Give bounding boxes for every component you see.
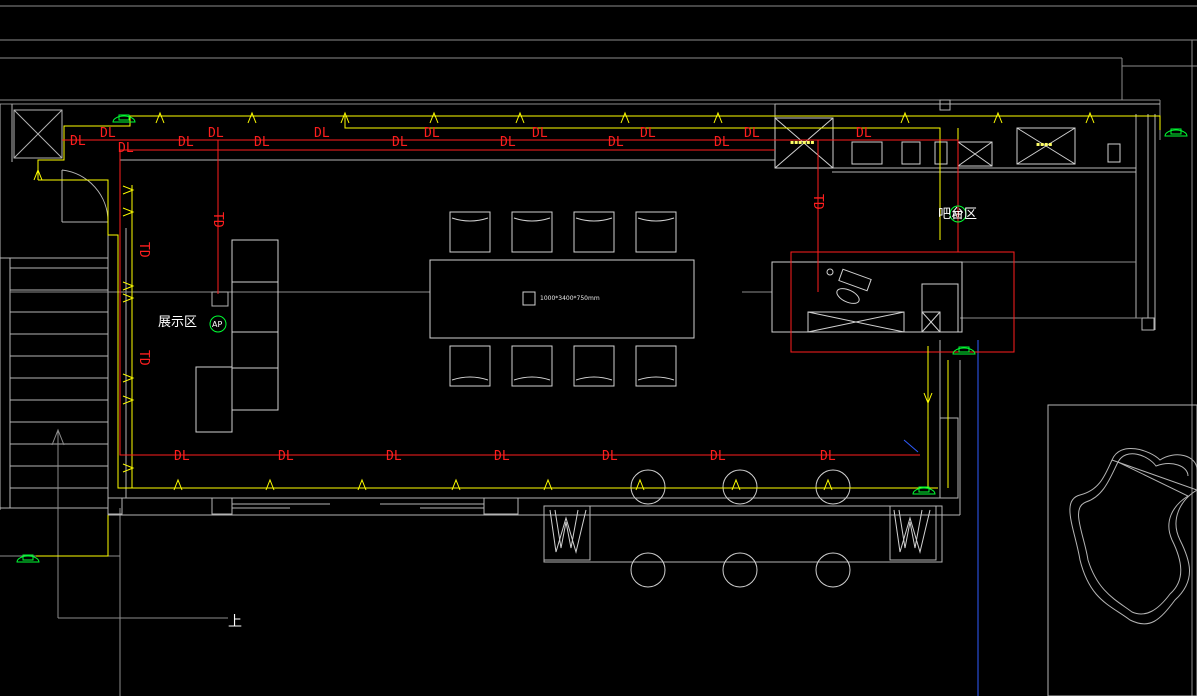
data-outlet-label: DL: [744, 126, 760, 141]
data-outlet-label: DL: [118, 141, 134, 156]
data-outlet-label: DL: [278, 449, 294, 464]
socket-icon: [713, 111, 723, 124]
chair: [449, 211, 491, 253]
ceiling-light-icon: [952, 346, 976, 355]
socket-icon: [122, 373, 135, 383]
ceiling-light-icon: [912, 486, 936, 495]
data-outlet-label: TD: [810, 194, 825, 210]
socket-icon: [515, 111, 525, 124]
socket-icon: [122, 185, 135, 195]
table-dimension: 1000*3400*750mm: [540, 295, 600, 302]
data-outlet-label: DL: [710, 449, 726, 464]
socket-icon: [173, 478, 183, 491]
data-outlet-label: DL: [314, 126, 330, 141]
ap-icon-display: [209, 315, 227, 333]
data-outlet-label: DL: [532, 126, 548, 141]
chair: [573, 345, 615, 387]
socket-icon: [635, 478, 645, 491]
data-outlet-label: DL: [254, 135, 270, 150]
data-outlet-label: DL: [820, 449, 836, 464]
data-outlet-label: DL: [640, 126, 656, 141]
data-outlet-label: DL: [70, 134, 86, 149]
data-outlet-label: DL: [714, 135, 730, 150]
socket-icon: [33, 168, 43, 181]
data-outlet-label: DL: [494, 449, 510, 464]
socket-icon: [923, 392, 933, 405]
building-outline: [0, 5, 1197, 696]
data-outlet-label: TD: [210, 212, 225, 228]
socket-icon: [122, 207, 135, 217]
data-outlet-label: DL: [174, 449, 190, 464]
data-outlet-label: DL: [392, 135, 408, 150]
socket-icon: [993, 111, 1003, 124]
outdoor-area: [977, 340, 1197, 696]
socket-icon: [823, 478, 833, 491]
data-outlet-label: DL: [424, 126, 440, 141]
data-outlet-label: TD: [136, 350, 151, 366]
ap-label-bar: AP: [952, 210, 962, 219]
data-outlet-label: DL: [856, 126, 872, 141]
svg-text:▪▪▪▪: ▪▪▪▪: [1036, 141, 1052, 148]
electrical-wiring: [33, 111, 1161, 557]
chair: [573, 211, 615, 253]
ceiling-light-icon: [112, 114, 136, 123]
socket-icon: [340, 111, 350, 124]
ceiling-light-icon: [16, 554, 40, 563]
ap-label-display: AP: [212, 320, 222, 329]
socket-icon: [122, 463, 135, 473]
data-outlet-label: DL: [100, 126, 116, 141]
socket-icon: [265, 478, 275, 491]
data-outlet-label: DL: [608, 135, 624, 150]
chair: [635, 345, 677, 387]
access-points: AP AP: [16, 114, 1188, 563]
socket-icon: [122, 293, 135, 303]
svg-text:▪▪▪▪▪▪: ▪▪▪▪▪▪: [790, 139, 814, 146]
chair: [511, 345, 553, 387]
dining-table: [429, 211, 695, 387]
ap-icon-bar: [949, 205, 967, 223]
socket-icon: [543, 478, 553, 491]
socket-icon: [155, 111, 165, 124]
ceiling-light-icon: [1164, 128, 1188, 137]
socket-icon: [429, 111, 439, 124]
stair: [0, 257, 228, 696]
socket-icon: [122, 281, 135, 291]
chair: [511, 211, 553, 253]
display-cabinets: [195, 239, 279, 433]
zone-label-display: 展示区: [158, 315, 197, 330]
socket-icon: [357, 478, 367, 491]
data-outlet-label: DL: [208, 126, 224, 141]
socket-icon: [900, 111, 910, 124]
data-outlet-label: DL: [602, 449, 618, 464]
stair-up-label: 上: [228, 614, 242, 630]
bar-island: [771, 251, 1015, 353]
socket-icon: [731, 478, 741, 491]
data-outlet-label: DL: [500, 135, 516, 150]
kitchen-equipment: ▪▪▪▪▪▪ ▪▪▪▪: [774, 117, 1121, 169]
data-outlet-label: TD: [136, 242, 151, 258]
data-outlet-label: DL: [386, 449, 402, 464]
zone-label-bar: 吧台区: [938, 207, 977, 222]
chair: [635, 211, 677, 253]
chair: [449, 345, 491, 387]
bar-counter: [543, 469, 943, 588]
socket-icon: [1085, 111, 1095, 124]
socket-icon: [122, 395, 135, 405]
socket-icon: [451, 478, 461, 491]
socket-icon: [247, 111, 257, 124]
socket-icon: [620, 111, 630, 124]
data-outlet-label: DL: [178, 135, 194, 150]
